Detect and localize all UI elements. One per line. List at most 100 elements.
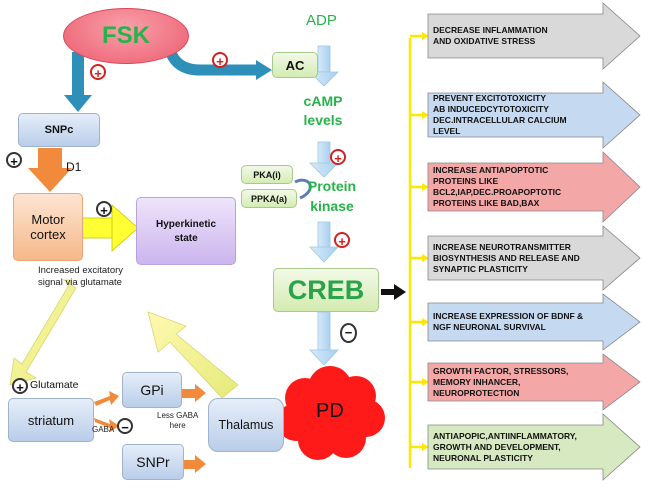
arrow-creb-to-effects: [381, 284, 406, 300]
effect-tick-head-3: [422, 183, 429, 191]
arrow-gpi-to-thalamus: [182, 384, 206, 402]
ac-label: AC: [285, 57, 305, 73]
motor-cortex-node: Motor cortex: [13, 193, 83, 261]
hyperkinetic-line2: state: [174, 232, 198, 244]
effect-7-line-1: ANTIAPOPIC,ANTIINFLAMMATORY,: [433, 430, 577, 441]
gaba-minus-sign: −: [117, 418, 133, 435]
arrow-camp-to-protein-kinase: [309, 141, 339, 178]
ppka-label: PPKA(a): [250, 193, 287, 204]
effect-5-line-1: INCREASE EXPRESSION OF BDNF &: [433, 311, 584, 321]
effect-3-line-2: PROTEINS LIKE: [433, 176, 499, 186]
protein-kinase-plus-sign: +: [334, 232, 350, 249]
effect-tick-head-6: [422, 378, 429, 386]
effect-6-line-1: GROWTH FACTOR, STRESSORS,: [433, 365, 569, 376]
arrow-fsk-to-snpc: [64, 52, 92, 112]
excitatory-note-line2: signal via glutamate: [38, 277, 122, 288]
effect-3-line-1: INCREASE ANTIAPOPTOTIC: [433, 165, 549, 175]
less-gaba-line2: here: [169, 421, 186, 430]
effect-2-line-4: LEVEL: [433, 126, 461, 136]
camp-plus-sign: +: [330, 149, 346, 166]
snpr-node: SNPr: [122, 444, 184, 480]
snpc-plus-sign: +: [6, 152, 22, 169]
pka-label: PKA(i): [253, 169, 281, 180]
gpi-label: GPi: [140, 382, 164, 398]
creb-pd-minus-sign: −: [340, 323, 357, 343]
effect-arrow-6: [427, 353, 641, 411]
effect-4-line-1: INCREASE NEUROTRANSMITTER: [433, 241, 571, 252]
effect-tick-head-4: [422, 254, 429, 262]
effect-4-line-3: SYNAPTIC PLASTICITY: [433, 263, 528, 274]
gaba-label: GABA: [92, 425, 115, 434]
hyperkinetic-node: Hyperkinetic state: [136, 197, 236, 265]
ppka-node: PPKA(a): [241, 189, 297, 208]
effect-6-line-3: NEUROPROTECTION: [433, 387, 520, 398]
arrow-cortex-to-striatum: [9, 279, 77, 386]
creb-label: CREB: [287, 274, 365, 305]
effect-2-line-2: AB INDUCEDCYTOTOXICITY: [433, 104, 549, 114]
effect-arrow-3: [427, 151, 641, 223]
arrow-thalamus-to-cortex: [147, 311, 239, 399]
effect-7-line-2: GROWTH AND DEVELOPMENT,: [433, 441, 561, 452]
effect-3-line-3: BCL2,IAP,DEC.PROAPOPTOTIC: [433, 187, 562, 197]
effect-arrow-7: [427, 413, 641, 481]
striatum-plus-sign: +: [12, 378, 28, 395]
snpr-label: SNPr: [136, 454, 170, 470]
striatum-node: striatum: [8, 398, 94, 442]
protein-kinase-line1: Protein: [307, 178, 357, 194]
arrow-snpc-to-motor-cortex: [28, 148, 72, 192]
cortex-plus-sign: +: [96, 201, 112, 218]
arrow-protein-kinase-to-creb: [309, 221, 339, 263]
effect-arrow-1: [427, 2, 641, 70]
less-gaba-note: Less GABA here: [157, 411, 198, 431]
pka-node: PKA(i): [241, 165, 293, 184]
striatum-label: striatum: [27, 412, 75, 428]
pd-label: PD: [316, 400, 344, 422]
effect-7-line-3: NEURONAL PLASTICITY: [433, 452, 533, 463]
motor-cortex-line2: cortex: [30, 227, 66, 242]
arrow-creb-to-pd: [309, 311, 339, 366]
thalamus-node: Thalamus: [208, 398, 284, 452]
excitatory-note: Increased excitatory signal via glutamat…: [38, 265, 123, 289]
adp-label: ADP: [306, 12, 337, 29]
thalamus-label: Thalamus: [218, 418, 274, 432]
effect-3-line-4: PROTEINS LIKE BAD,BAX: [433, 198, 540, 208]
fsk-node: FSK: [63, 8, 189, 64]
camp-levels-label: cAMP levels: [295, 92, 351, 130]
fsk-snpc-plus-sign: +: [90, 64, 106, 81]
pka-cycle-arrow: [294, 178, 312, 200]
glutamate-label: Glutamate: [30, 379, 79, 391]
arrow-striatum-to-snpr: [94, 418, 119, 432]
excitatory-note-line1: Increased excitatory: [38, 265, 124, 276]
d1-label: D1: [66, 160, 82, 174]
effect-arrow-2: [427, 81, 641, 149]
arrow-snpr-output: [184, 455, 206, 473]
less-gaba-line1: Less GABA: [157, 411, 199, 420]
arrow-motor-to-hyperkinetic: [81, 204, 139, 252]
effect-arrows: [427, 2, 641, 481]
effect-2-line-1: PREVENT EXCITOTOXICITY: [433, 93, 547, 103]
effect-tick-head-7: [422, 443, 429, 451]
creb-node: CREB: [273, 268, 379, 312]
effect-tick-head-1: [422, 32, 429, 40]
effect-1-line-2: AND OXIDATIVE STRESS: [433, 36, 536, 46]
effect-1-line-1: DECREASE INFLAMMATION: [433, 25, 548, 35]
effects-bracket-ticks: [410, 32, 429, 451]
arrow-striatum-to-gpi: [94, 391, 119, 406]
camp-label-line1: cAMP: [303, 93, 343, 109]
gpi-node: GPi: [122, 372, 182, 408]
protein-kinase-line2: kinase: [310, 198, 354, 214]
effect-arrow-4: [427, 225, 641, 291]
effect-text-7: ANTIAPOPIC,ANTIINFLAMMATORY,GROWTH AND D…: [433, 431, 633, 464]
effect-text-5: INCREASE EXPRESSION OF BDNF &NGF NEURONA…: [433, 311, 633, 333]
snpc-node: SNPc: [18, 113, 100, 147]
effect-arrow-5: [427, 293, 641, 351]
protein-kinase-label: Protein kinase: [297, 176, 367, 216]
effect-5-line-2: NGF NEURONAL SURVIVAL: [433, 322, 546, 332]
effect-6-line-2: MEMORY INHANCER,: [433, 376, 521, 387]
effect-tick-head-5: [422, 318, 429, 326]
effect-4-line-2: BIOSYNTHESIS AND RELEASE AND: [433, 252, 580, 263]
